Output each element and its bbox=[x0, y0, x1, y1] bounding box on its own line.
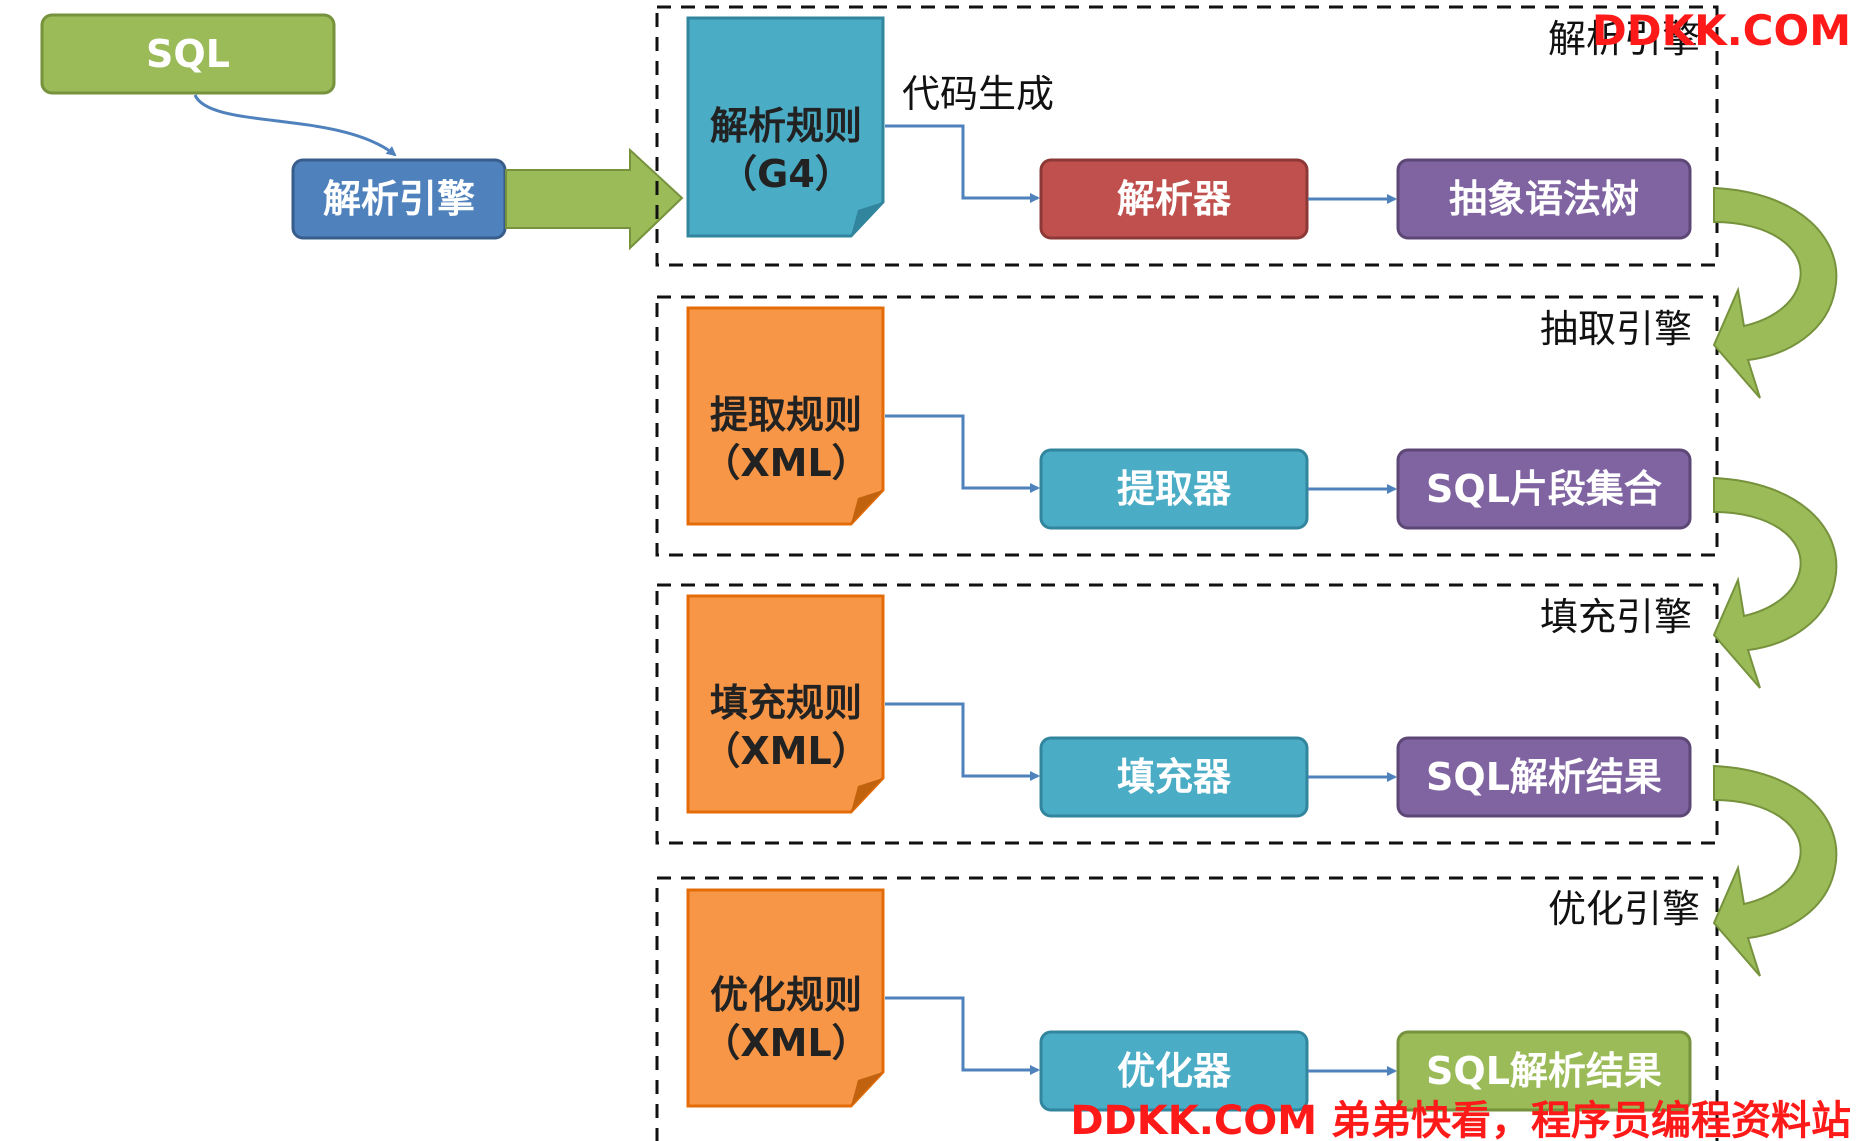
rule-format: （XML） bbox=[702, 441, 869, 485]
stage-engine-label: 解析引擎 bbox=[1548, 17, 1700, 61]
rule-format: （XML） bbox=[702, 729, 869, 773]
rule-document-fold bbox=[851, 490, 883, 524]
stage-optimize: 优化引擎 优化规则 （XML） 优化器 SQL解析结果 bbox=[655, 876, 1719, 1141]
rule-document-fold bbox=[851, 1072, 883, 1106]
code-gen-label: 代码生成 bbox=[902, 72, 1054, 116]
stage-engine-label: 抽取引擎 bbox=[1540, 307, 1692, 351]
stage-extract: 抽取引擎 提取规则 （XML） 提取器 SQL片段集合 bbox=[655, 295, 1719, 557]
processor-label: 优化器 bbox=[1117, 1049, 1232, 1093]
output-box bbox=[1396, 1030, 1692, 1112]
output-label: 抽象语法树 bbox=[1449, 177, 1639, 221]
stage-frame bbox=[655, 876, 1719, 1141]
curved-arrow-stage1-to-stage2 bbox=[1712, 186, 1838, 399]
rule-to-processor-connector bbox=[885, 996, 1040, 1075]
output-box bbox=[1396, 448, 1692, 530]
curved-arrow-stage2-to-stage3 bbox=[1712, 476, 1838, 689]
stage-engine-label: 优化引擎 bbox=[1548, 887, 1700, 931]
stage-parse: 解析引擎 解析规则 （G4） 代码生成 解析器 抽象语法树 bbox=[655, 5, 1719, 267]
output-box bbox=[1396, 158, 1692, 240]
output-label: SQL解析结果 bbox=[1426, 755, 1662, 799]
output-label: SQL解析结果 bbox=[1426, 1049, 1662, 1093]
big-right-arrow bbox=[505, 147, 684, 251]
processor-box bbox=[1039, 736, 1309, 818]
rule-document-fold bbox=[851, 202, 883, 236]
sql-box bbox=[40, 13, 336, 95]
stage-frame bbox=[655, 295, 1719, 557]
processor-label: 填充器 bbox=[1117, 755, 1232, 799]
rule-to-processor-connector bbox=[885, 702, 1040, 781]
rule-to-processor-connector bbox=[885, 414, 1040, 493]
input-engine-label: 解析引擎 bbox=[323, 177, 475, 221]
rule-name: 填充规则 bbox=[710, 681, 862, 725]
rule-name: 优化规则 bbox=[710, 973, 862, 1017]
rule-name: 提取规则 bbox=[710, 393, 862, 437]
rule-to-processor-connector bbox=[885, 124, 1040, 203]
processor-box bbox=[1039, 158, 1309, 240]
output-label: SQL片段集合 bbox=[1426, 467, 1662, 511]
watermark-top: DDKK.COM bbox=[1592, 6, 1851, 55]
rule-document-fold bbox=[851, 778, 883, 812]
curved-arrow-stage3-to-stage4 bbox=[1712, 764, 1838, 977]
output-box bbox=[1396, 736, 1692, 818]
processor-box bbox=[1039, 448, 1309, 530]
processor-box bbox=[1039, 1030, 1309, 1112]
sql-label: SQL bbox=[146, 32, 230, 76]
rule-format: （G4） bbox=[719, 152, 853, 196]
stage-engine-label: 填充引擎 bbox=[1540, 595, 1692, 639]
sql-to-engine-connector bbox=[193, 94, 397, 157]
watermark-bottom: DDKK.COM 弟弟快看，程序员编程资料站 bbox=[1070, 1098, 1851, 1141]
stage-frame bbox=[655, 583, 1719, 845]
stage-frame bbox=[655, 5, 1719, 267]
stage-fill: 填充引擎 填充规则 （XML） 填充器 SQL解析结果 bbox=[655, 583, 1719, 845]
processor-label: 提取器 bbox=[1117, 467, 1232, 511]
rule-name: 解析规则 bbox=[710, 104, 862, 148]
processor-label: 解析器 bbox=[1117, 177, 1232, 221]
rule-format: （XML） bbox=[702, 1021, 869, 1065]
